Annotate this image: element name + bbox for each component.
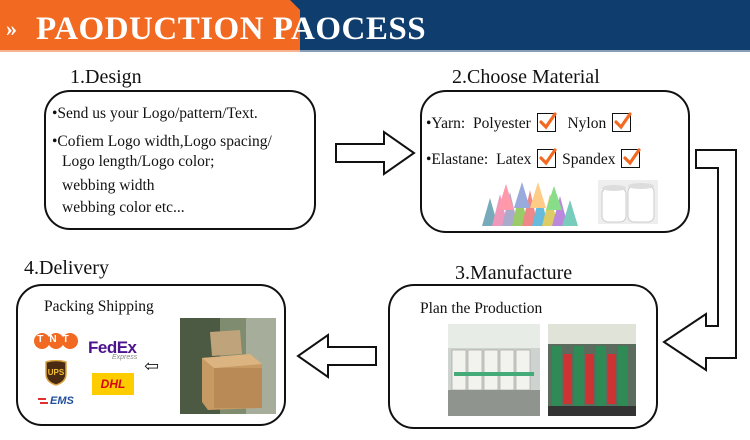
- tnt-logo: TNT: [34, 331, 78, 351]
- factory-machines-image-1: [448, 324, 540, 416]
- checkbox-nylon[interactable]: [612, 112, 632, 132]
- tnt-logo-text: TNT: [37, 334, 75, 345]
- checkbox-latex[interactable]: [537, 148, 557, 168]
- small-arrow-left-icon: ⇦: [144, 356, 160, 376]
- step-manufacture-title: 3.Manufacture: [455, 262, 573, 284]
- elastane-option-latex: Latex: [496, 151, 532, 168]
- ups-logo: UPS: [44, 359, 68, 386]
- factory-machines-image-2: [548, 324, 636, 416]
- step-material-title: 2.Choose Material: [452, 66, 600, 88]
- dhl-logo-text: DHL: [100, 377, 126, 391]
- fedex-express-text: Express: [112, 354, 138, 361]
- checkbox-polyester[interactable]: [536, 112, 557, 132]
- manufacture-caption: Plan the Production: [420, 300, 543, 317]
- design-line-4: webbing width: [62, 177, 155, 194]
- design-line-5: webbing color etc...: [62, 199, 185, 216]
- packing-boxes-image: [180, 318, 276, 414]
- elastane-label: •Elastane:: [426, 151, 489, 168]
- checkbox-spandex[interactable]: [621, 148, 642, 168]
- spandex-spools-image: [598, 180, 658, 224]
- design-line-3: Logo length/Logo color;: [62, 153, 215, 170]
- fedex-logo: FedEx: [88, 338, 137, 358]
- header-chevron-icon: »: [6, 16, 17, 41]
- yarn-option-nylon: Nylon: [567, 115, 607, 132]
- step-delivery-title: 4.Delivery: [24, 257, 109, 279]
- yarn-option-polyester: Polyester: [473, 115, 531, 132]
- ups-logo-text: UPS: [47, 368, 65, 377]
- yarn-spools-image: [478, 180, 588, 228]
- dhl-logo: DHL: [92, 373, 134, 395]
- fedex-logo-text: FedEx: [88, 338, 137, 357]
- arrow-elbow-down-icon: [662, 149, 737, 372]
- delivery-caption: Packing Shipping: [44, 298, 154, 315]
- elastane-row: •Elastane: Latex Spandex: [426, 148, 642, 169]
- ems-logo: EMS: [38, 394, 84, 410]
- step-design-box: [44, 90, 316, 230]
- arrow-right-icon: [335, 130, 416, 176]
- ems-logo-text: EMS: [50, 395, 74, 407]
- page-title: PAODUCTION PAOCESS: [36, 11, 427, 47]
- design-line-2: •Cofiem Logo width,Logo spacing/: [52, 133, 272, 150]
- step-design-title: 1.Design: [70, 66, 142, 88]
- header-bar: [0, 0, 750, 52]
- design-line-1: •Send us your Logo/pattern/Text.: [52, 105, 258, 122]
- elastane-option-spandex: Spandex: [562, 151, 616, 168]
- yarn-row: •Yarn: Polyester Nylon: [426, 112, 632, 133]
- arrow-left-icon: [296, 333, 377, 379]
- yarn-label: •Yarn:: [426, 115, 466, 132]
